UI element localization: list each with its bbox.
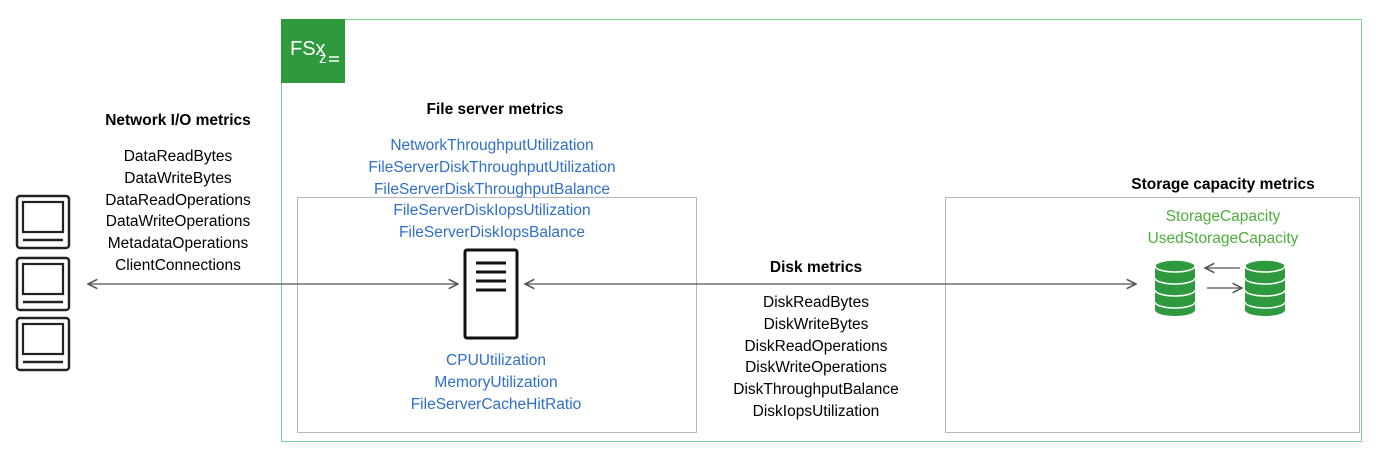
database-icon — [1154, 259, 1196, 316]
laptop-icon — [15, 194, 71, 250]
disk-metric: DiskReadBytes — [763, 294, 869, 311]
network-metrics-list: DataReadBytes DataWriteBytes DataReadOpe… — [78, 146, 278, 277]
logo-subtext: z — [319, 50, 327, 67]
disk-metric: DiskWriteBytes — [763, 315, 869, 333]
file-server-metric: FileServerDiskIopsBalance — [398, 224, 586, 242]
network-metric: DataReadOperations — [105, 191, 251, 209]
file-server-bottom-metrics: CPUUtilization MemoryUtilization FileSer… — [356, 350, 636, 415]
file-server-metric: FileServerCacheHitRatio — [410, 395, 582, 413]
laptop-icon — [15, 316, 71, 372]
fsx-logo: FSx z — [281, 19, 345, 83]
file-server-metrics-title: File server metrics — [426, 101, 564, 118]
disk-metric: DiskIopsUtilization — [752, 402, 880, 420]
disk-metric: DiskReadOperations — [744, 337, 888, 355]
file-server-metric: FileServerDiskIopsUtilization — [393, 202, 591, 220]
storage-metric: StorageCapacity — [1165, 208, 1281, 225]
storage-metrics-list: StorageCapacity UsedStorageCapacity — [1103, 206, 1343, 250]
network-metric: MetadataOperations — [107, 235, 249, 253]
network-metrics-title: Network I/O metrics — [105, 112, 251, 129]
disk-metric: DiskThroughputBalance — [733, 381, 899, 399]
network-metric: DataWriteBytes — [124, 169, 232, 187]
disk-metrics-list: DiskReadBytes DiskWriteBytes DiskReadOpe… — [696, 292, 936, 423]
file-server-metric: NetworkThroughputUtilization — [390, 137, 594, 154]
storage-metrics-title: Storage capacity metrics — [1131, 176, 1315, 193]
network-metric: DataWriteOperations — [105, 213, 251, 231]
fsx-frame — [281, 19, 1362, 442]
disk-metric: DiskWriteOperations — [745, 359, 887, 377]
logo-text: FSx — [290, 38, 326, 60]
file-server-icon — [463, 248, 519, 340]
network-metric: DataReadBytes — [123, 148, 233, 165]
file-server-metric: MemoryUtilization — [434, 373, 558, 391]
network-metric: ClientConnections — [115, 256, 241, 274]
disk-metrics-title: Disk metrics — [769, 259, 863, 276]
file-server-metric: FileServerDiskThroughputUtilization — [368, 158, 616, 176]
file-server-metric: FileServerDiskThroughputBalance — [373, 180, 611, 198]
database-icon — [1244, 259, 1286, 316]
storage-metric: UsedStorageCapacity — [1147, 229, 1299, 247]
laptop-icon — [15, 256, 71, 312]
file-server-metric: CPUUtilization — [446, 352, 546, 369]
storage-box — [945, 197, 1360, 433]
file-server-top-metrics: NetworkThroughputUtilization FileServerD… — [322, 135, 662, 244]
